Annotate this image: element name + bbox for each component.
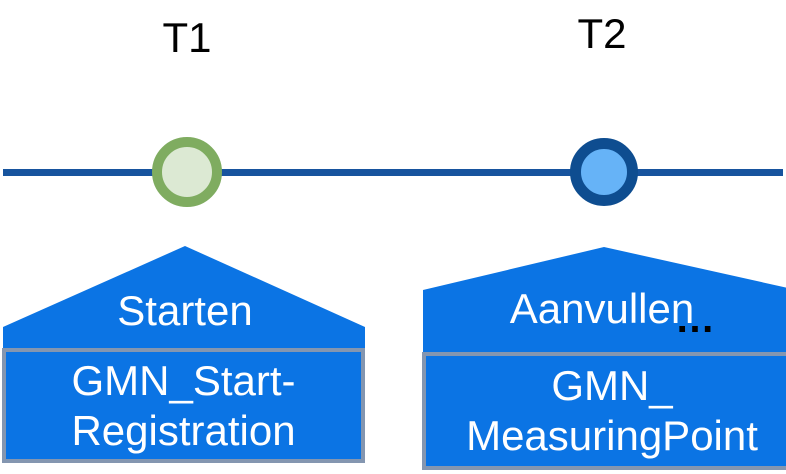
milestone-t2-overflow-ellipsis: … (675, 297, 717, 341)
milestone-t1-action-label: Starten (117, 287, 253, 334)
milestone-t2-time-label: T2 (577, 10, 627, 57)
milestone-t1-time-label: T1 (162, 14, 212, 61)
milestone-t2-house-polygon (423, 247, 786, 352)
timeline-axis (3, 169, 783, 176)
milestone-t1-box: GMN_Start- Registration (2, 348, 365, 463)
milestone-t1-house-polygon (3, 246, 365, 348)
milestone-t2-box-line2: MeasuringPoint (466, 412, 758, 459)
milestone-t1-box-line1: GMN_Start- (71, 356, 296, 404)
milestone-t2-box: GMN_ MeasuringPoint (422, 352, 786, 470)
milestone-t2-action-label: Aanvullen (509, 285, 695, 332)
milestone-t2-house-shape (423, 247, 786, 352)
milestone-t1-box-line2: Registration (71, 406, 296, 454)
milestone-t1-marker-circle (152, 137, 222, 207)
milestone-t1-house-shape (3, 246, 365, 348)
milestone-t2-marker-circle (570, 138, 638, 206)
milestone-t2-box-line1: GMN_ (551, 362, 673, 409)
